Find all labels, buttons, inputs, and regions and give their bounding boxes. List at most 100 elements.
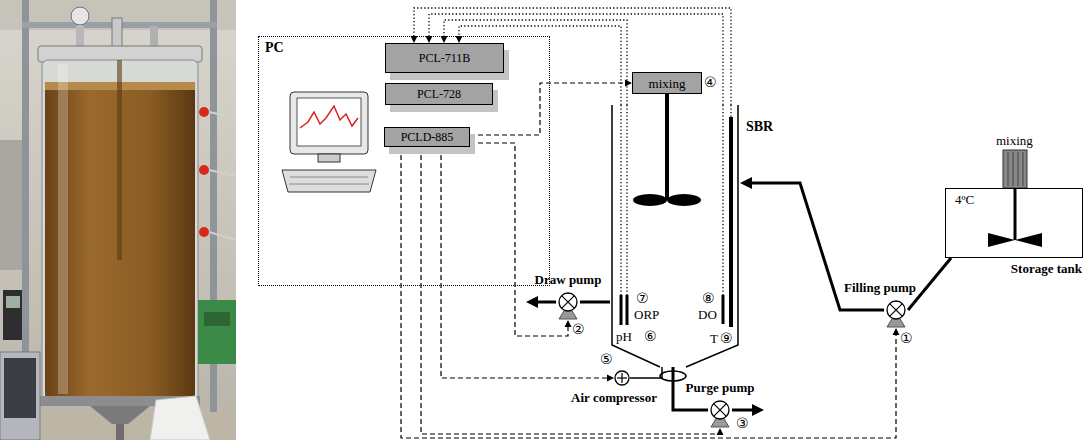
pc-group: PC PCL-711B PCL-728PCLD-885	[258, 36, 550, 286]
compressor-body	[615, 371, 629, 385]
card-name: PCL-711B	[419, 51, 471, 65]
pump-outline	[884, 300, 908, 328]
do-probe	[722, 295, 725, 324]
orp-probe	[626, 295, 629, 325]
key-row	[290, 177, 368, 178]
motor-stripe	[1013, 152, 1014, 186]
callout-number: ③	[736, 416, 749, 431]
pump-label: Filling pump	[844, 280, 916, 295]
arrowhead	[426, 36, 433, 43]
motor-stripe	[1008, 152, 1009, 186]
impeller-blade	[667, 194, 701, 206]
callout-number: ⑥	[644, 329, 657, 344]
card-name: PCL-728	[417, 87, 461, 101]
pump-cross	[714, 404, 727, 417]
compressor-label: Air compressor	[571, 390, 657, 405]
arrowhead	[456, 36, 463, 43]
callout-number: ⑤	[600, 352, 613, 367]
fitting	[76, 25, 84, 47]
probe-name: DO	[698, 307, 717, 322]
impeller-blade	[633, 194, 667, 206]
key-row	[289, 184, 369, 185]
outflow-arrows	[526, 296, 764, 416]
arrowhead	[752, 404, 764, 416]
effluent-line	[536, 301, 556, 304]
pump-body	[887, 301, 905, 319]
agitator-shaft	[665, 94, 669, 200]
connector	[580, 302, 610, 303]
red-clamp	[199, 165, 209, 175]
control-line	[421, 147, 720, 434]
gauge	[71, 7, 89, 25]
screen	[297, 98, 361, 146]
glass-highlight	[58, 64, 68, 394]
motor-stripe	[1023, 152, 1024, 186]
callout-number: ⑧	[702, 291, 715, 306]
arrowhead	[893, 328, 900, 335]
mixer-motor	[1003, 150, 1027, 188]
card-name: PCLD-885	[401, 130, 454, 144]
red-clamp	[199, 107, 209, 117]
green-device	[198, 300, 236, 364]
fitting	[112, 18, 122, 48]
pump-body	[559, 293, 577, 311]
connector	[630, 367, 662, 378]
control-line	[441, 147, 609, 378]
connector	[470, 143, 572, 336]
screen-trace	[300, 106, 358, 128]
interface-card: PCLD-885	[384, 127, 470, 147]
red-clamp	[199, 227, 209, 237]
arrowhead	[717, 428, 724, 435]
flow-pipe	[580, 301, 610, 304]
callout-number: ⑦	[636, 291, 649, 306]
temperature-note: 4ºC	[955, 192, 974, 207]
group-title: PC	[265, 40, 284, 56]
bottom-cone	[90, 406, 150, 424]
control-line	[470, 143, 568, 336]
reactor-vessel: SBR	[610, 105, 740, 367]
computer-icon	[282, 92, 376, 192]
arrowhead	[565, 320, 572, 327]
pump-cross	[562, 296, 575, 309]
tubing	[209, 112, 236, 118]
probe-name: pH	[616, 329, 632, 344]
probe-lead	[722, 105, 723, 295]
glass-vessel	[42, 60, 198, 402]
tubing	[209, 232, 236, 240]
control-line	[401, 147, 896, 438]
pump-outline	[708, 400, 732, 428]
propeller-blade	[1015, 233, 1042, 247]
reactor-photo	[0, 0, 236, 440]
mixer-label: mixing	[996, 133, 1033, 148]
connector	[470, 80, 632, 136]
pump-symbol: Purge pump	[708, 400, 732, 428]
air-line	[630, 367, 662, 378]
arrowhead	[607, 375, 614, 382]
meter	[3, 290, 23, 340]
tubing	[209, 170, 236, 176]
stirrer-shaft	[117, 60, 122, 260]
arrowhead	[526, 296, 538, 308]
connector	[411, 8, 732, 105]
mixer-motor-box: mixing	[632, 72, 702, 94]
motor-stripe	[1018, 152, 1019, 186]
comp-outline	[614, 370, 630, 386]
meter-display	[6, 296, 20, 308]
callout-number: ④	[704, 75, 717, 90]
arrowhead	[441, 36, 448, 43]
pump-outline	[556, 292, 580, 320]
wall-equipment	[0, 140, 24, 270]
callout-number: ②	[572, 322, 585, 337]
control-line	[470, 83, 627, 135]
probe-lead	[730, 105, 731, 117]
monitor-case	[290, 92, 368, 154]
connector	[441, 147, 614, 382]
mixer-label: mixing	[649, 76, 686, 91]
pump-cross	[714, 404, 727, 417]
tank-mixer	[988, 150, 1042, 247]
vessel-wall	[612, 105, 660, 367]
